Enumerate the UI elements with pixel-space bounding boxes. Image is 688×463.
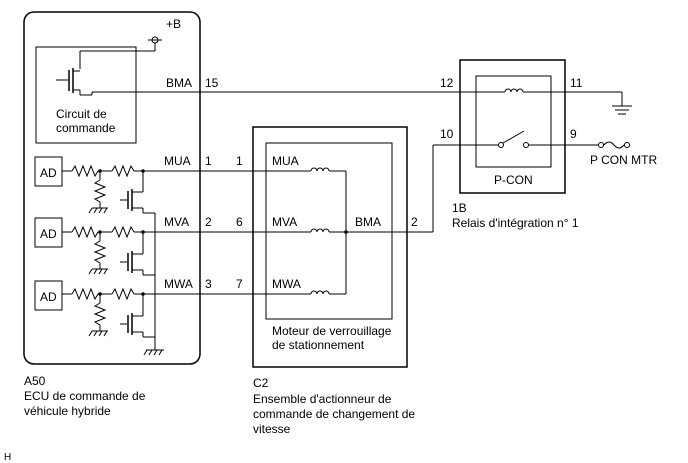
ecu-bma-label: BMA [166, 76, 192, 90]
relay-pin-12: 12 [440, 76, 454, 90]
actuator-bma-pin: 2 [411, 215, 418, 229]
ecu-name-2: véhicule hybride [24, 404, 111, 418]
ecu-mua-label: MUA [164, 154, 191, 168]
ecu-mva-label: MVA [164, 215, 189, 229]
relay-pin-11: 11 [570, 76, 583, 90]
actuator-name-2: commande de changement de [253, 407, 415, 421]
relay-coil-icon [504, 88, 524, 93]
ecu-bma-pin: 15 [205, 76, 219, 90]
actuator-mua-pin: 1 [236, 154, 243, 168]
actuator-code: C2 [253, 376, 269, 390]
ad-block-mva: AD [34, 217, 63, 248]
actuator-outline [252, 126, 408, 368]
relay-name: Relais d'intégration n° 1 [452, 216, 579, 230]
relay-inner-box [475, 75, 552, 168]
fuse-icon [598, 141, 630, 149]
control-circuit-label-1: Circuit de [56, 107, 107, 121]
motor-label-2: de stationnement [272, 338, 365, 352]
control-circuit-box [35, 46, 137, 144]
svg-text:AD: AD [40, 227, 57, 241]
ecu-name-1: ECU de commande de [24, 389, 146, 403]
mwa-input-network [62, 287, 200, 338]
actuator-mva-pin: 6 [236, 215, 243, 229]
relay-pin-9: 9 [570, 127, 577, 141]
ecu-mua-pin: 1 [205, 154, 212, 168]
control-circuit-label-2: commande [56, 121, 116, 135]
mua-input-network [62, 164, 200, 214]
motor-mwa-label: MWA [272, 277, 301, 291]
motor-coil-w-icon [310, 290, 330, 295]
relay-switch-label: P-CON [494, 173, 533, 187]
ecu-mwa-pin: 3 [205, 277, 212, 291]
footer-mark: H [4, 452, 11, 463]
motor-box [265, 142, 393, 320]
actuator-name-3: vitesse [253, 422, 291, 436]
ecu-ground-icon [143, 213, 164, 356]
motor-coil-v-icon [310, 228, 330, 233]
ad-block-mwa: AD [34, 280, 63, 311]
motor-bma-label: BMA [355, 215, 381, 229]
mva-input-network [62, 225, 200, 276]
supply-label: +B [166, 17, 181, 31]
relay-pin-10: 10 [440, 127, 454, 141]
svg-text:AD: AD [40, 290, 57, 304]
motor-coil-u-icon [310, 167, 330, 172]
svg-text:AD: AD [40, 166, 57, 180]
motor-label-1: Moteur de verrouillage [272, 324, 392, 338]
relay-outline [459, 59, 566, 194]
ecu-code: A50 [24, 374, 46, 388]
control-transistor-icon [56, 68, 93, 96]
motor-mua-label: MUA [272, 154, 299, 168]
ecu-mwa-label: MWA [164, 277, 193, 291]
relay-code: 1B [452, 201, 467, 215]
fuse-label: P CON MTR [590, 153, 657, 167]
ad-block-mua: AD [34, 156, 63, 187]
relay-switch-icon [476, 130, 551, 148]
ecu-mva-pin: 2 [205, 215, 212, 229]
actuator-name-1: Ensemble d'actionneur de [253, 392, 392, 406]
ecu-outline [23, 11, 201, 365]
relay-ground-icon [612, 105, 632, 115]
actuator-mwa-pin: 7 [236, 277, 243, 291]
motor-mva-label: MVA [272, 215, 297, 229]
